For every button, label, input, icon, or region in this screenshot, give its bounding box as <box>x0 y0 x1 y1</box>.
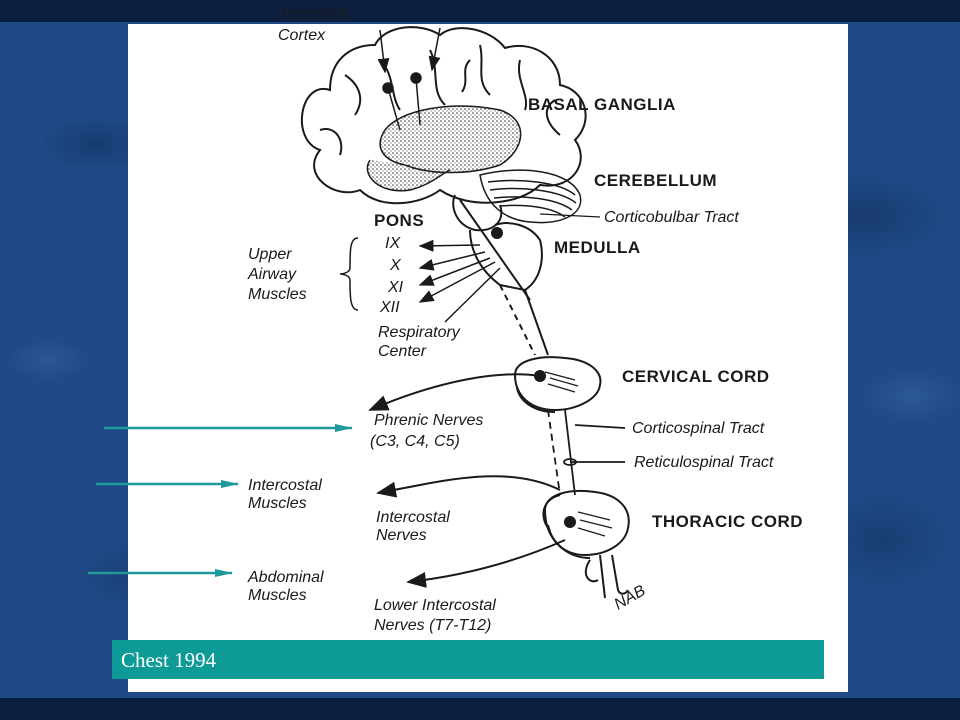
label-lower-intercostal-line1: Lower Intercostal <box>374 597 496 614</box>
label-intercostal-muscles-line2: Muscles <box>248 495 307 512</box>
label-abdominal-muscles-line1: Abdominal <box>247 569 324 586</box>
basal-ganglia-region <box>379 105 522 174</box>
label-corticospinal: Corticospinal Tract <box>632 420 765 437</box>
brain-drawing <box>300 26 587 205</box>
label-pons: PONS <box>374 211 424 230</box>
thalamus-region <box>366 159 451 192</box>
label-airway: Airway <box>247 266 297 283</box>
label-thoracic-cord: THORACIC CORD <box>652 512 803 531</box>
caption-bar: Chest 1994 <box>112 640 824 679</box>
label-nerve-ix: IX <box>385 235 401 252</box>
label-upper: Upper <box>248 246 292 263</box>
label-phrenic-roots: (C3, C4, C5) <box>370 433 460 450</box>
label-intercostal-nerves-line1: Intercostal <box>376 509 450 526</box>
cerebellum-drawing <box>479 169 582 224</box>
pointer-arrows <box>88 424 353 577</box>
label-corticobulbar: Corticobulbar Tract <box>604 209 739 226</box>
label-center: Center <box>378 343 427 360</box>
label-premotor: Premotor <box>282 5 348 22</box>
caption-text: Chest 1994 <box>121 648 217 672</box>
cortex-neurons <box>377 27 441 131</box>
thoracic-cord-drawing <box>376 475 630 599</box>
label-intercostal-muscles-line1: Intercostal <box>248 477 322 494</box>
upper-airway-arrows <box>339 237 501 323</box>
medulla-neuron-dot <box>491 227 503 239</box>
label-cervical-cord: CERVICAL CORD <box>622 367 770 386</box>
label-lower-intercostal-line2: Nerves (T7-T12) <box>374 617 491 634</box>
label-intercostal-nerves-line2: Nerves <box>376 527 427 544</box>
diagram-labels: Premotor Cortex BASAL GANGLIA CEREBELLUM… <box>247 5 803 634</box>
label-reticulospinal: Reticulospinal Tract <box>634 454 774 471</box>
label-medulla: MEDULLA <box>554 238 641 257</box>
label-nerve-x: X <box>389 257 402 274</box>
spinal-tracts <box>547 409 626 496</box>
label-airway-muscles: Muscles <box>248 286 307 303</box>
label-cortex: Cortex <box>278 27 326 44</box>
brainstem-drawing <box>452 194 549 356</box>
label-cerebellum: CEREBELLUM <box>594 171 717 190</box>
label-respiratory: Respiratory <box>378 324 461 341</box>
label-phrenic-nerves: Phrenic Nerves <box>374 412 483 429</box>
cervical-cord-drawing <box>368 356 602 413</box>
label-nerve-xii: XII <box>379 299 400 316</box>
label-basal-ganglia: BASAL GANGLIA <box>528 95 676 114</box>
label-abdominal-muscles-line2: Muscles <box>248 587 307 604</box>
label-nerve-xi: XI <box>387 279 404 296</box>
